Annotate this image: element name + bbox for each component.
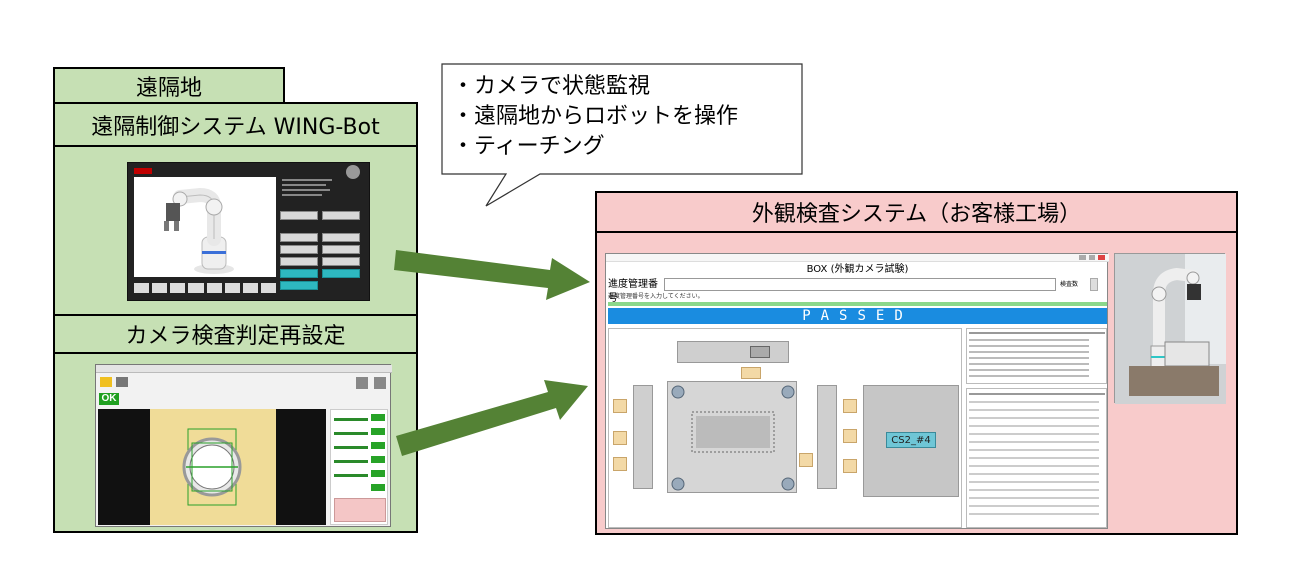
result-ok bbox=[371, 442, 385, 449]
inspection-window: BOX (外観カメラ試験) 進度管理番号 検査数 進度管理番号を入力してください… bbox=[605, 253, 1109, 529]
count-button[interactable] bbox=[1090, 278, 1098, 291]
result-ok bbox=[371, 414, 385, 421]
label-tag bbox=[613, 457, 627, 471]
device-bottom-view bbox=[667, 381, 797, 493]
label-tag bbox=[843, 399, 857, 413]
menu-bar bbox=[96, 365, 392, 373]
inspection-panel: BOX (外観カメラ試験) 進度管理番号 検査数 進度管理番号を入力してください… bbox=[595, 231, 1238, 535]
field-hint: 進度管理番号を入力してください。 bbox=[608, 293, 704, 300]
camera-title: カメラ検査判定再設定 bbox=[125, 324, 346, 349]
status-text-block bbox=[280, 177, 360, 207]
inspection-title-band: 外観検査システム（お客様工場） bbox=[595, 191, 1238, 233]
arrow-to-system-2 bbox=[396, 380, 588, 456]
control-button[interactable] bbox=[280, 233, 318, 242]
result-list bbox=[330, 409, 388, 525]
camera-inspection-screenshot: OK bbox=[95, 364, 392, 527]
device-left-view bbox=[633, 385, 653, 489]
robot-panel bbox=[53, 145, 418, 316]
location-label: 遠隔地 bbox=[135, 75, 202, 101]
histogram bbox=[334, 498, 386, 522]
inspection-image: CS2_#4 bbox=[608, 328, 962, 528]
device-label: CS2_#4 bbox=[886, 432, 936, 448]
control-button[interactable] bbox=[280, 211, 318, 220]
result-bar: PASSED bbox=[608, 308, 1107, 324]
progress-number-input[interactable] bbox=[664, 278, 1056, 291]
label-tag bbox=[613, 399, 627, 413]
arrow-to-system-1 bbox=[394, 250, 590, 300]
system-title-band: 遠隔制御システム WING-Bot bbox=[53, 102, 418, 147]
device-top-view bbox=[677, 341, 789, 363]
robot-arm-image bbox=[164, 187, 234, 274]
window-title: BOX (外観カメラ試験) bbox=[806, 264, 909, 275]
control-button[interactable] bbox=[280, 257, 318, 266]
result-ok bbox=[371, 484, 385, 491]
location-tab: 遠隔地 bbox=[53, 67, 285, 104]
result-ok bbox=[371, 456, 385, 463]
system-title: 遠隔制御システム WING-Bot bbox=[91, 114, 380, 140]
speech-bubble bbox=[441, 63, 803, 207]
control-button[interactable] bbox=[322, 211, 360, 220]
control-button[interactable] bbox=[322, 245, 360, 254]
settings-icon[interactable] bbox=[346, 165, 360, 179]
robot-camera-photo bbox=[1114, 253, 1226, 404]
result-ok bbox=[371, 428, 385, 435]
arrows bbox=[394, 250, 590, 456]
robot-view bbox=[134, 177, 276, 277]
ok-badge: OK bbox=[99, 393, 119, 405]
control-button[interactable] bbox=[280, 281, 318, 290]
bubble-line-3: ・ティーチング bbox=[452, 134, 605, 159]
camera-view bbox=[98, 409, 326, 525]
robot-station-image bbox=[1115, 254, 1226, 404]
label-tag bbox=[843, 429, 857, 443]
camera-panel: OK bbox=[53, 352, 418, 533]
device-front-view: CS2_#4 bbox=[863, 385, 959, 497]
progress-bar bbox=[608, 302, 1107, 306]
result-ok bbox=[371, 470, 385, 477]
control-button[interactable] bbox=[280, 245, 318, 254]
inspection-title: 外観検査システム（お客様工場） bbox=[751, 202, 1082, 227]
camera-title-band: カメラ検査判定再設定 bbox=[53, 314, 418, 354]
toolbar-icon[interactable] bbox=[374, 377, 386, 389]
control-button[interactable] bbox=[280, 269, 318, 278]
label-tag bbox=[613, 431, 627, 445]
label-tag bbox=[741, 367, 761, 379]
bubble-line-2: ・遠隔地からロボットを操作 bbox=[452, 104, 739, 129]
count-label: 検査数 bbox=[1060, 281, 1079, 288]
bubble-line-1: ・カメラで状態監視 bbox=[452, 74, 651, 99]
device-right-view bbox=[817, 385, 837, 489]
label-tag bbox=[843, 459, 857, 473]
control-button[interactable] bbox=[322, 269, 360, 278]
event-log bbox=[966, 388, 1107, 528]
control-button[interactable] bbox=[322, 233, 360, 242]
jog-bar bbox=[134, 283, 276, 293]
toolbar-icon[interactable] bbox=[100, 377, 112, 387]
camera-image bbox=[150, 409, 276, 525]
label-tag bbox=[799, 453, 813, 467]
toolbar-icon[interactable] bbox=[356, 377, 368, 389]
field-label: 進度管理番号 bbox=[608, 279, 658, 304]
ring-part-image bbox=[182, 428, 242, 506]
robot-control-screenshot bbox=[127, 162, 370, 301]
result-table bbox=[966, 328, 1107, 384]
window-titlebar bbox=[606, 254, 1109, 262]
control-button[interactable] bbox=[322, 257, 360, 266]
toolbar-icon[interactable] bbox=[116, 377, 128, 387]
status-tag bbox=[134, 168, 152, 174]
